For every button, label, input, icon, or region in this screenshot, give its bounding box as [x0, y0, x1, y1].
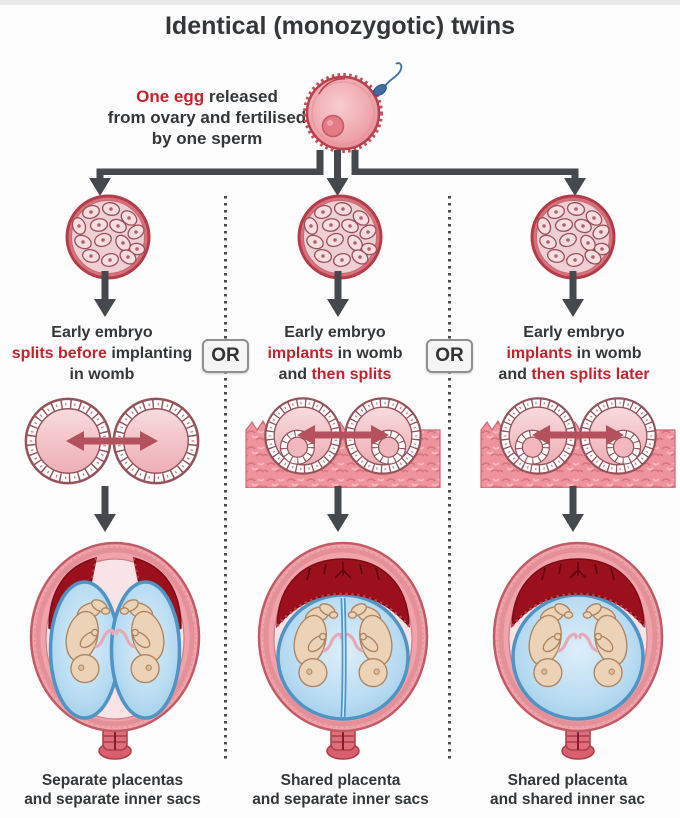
- desc-line: and then splits: [235, 364, 435, 385]
- desc-text: and: [498, 366, 532, 383]
- desc-line: and then splits later: [474, 364, 674, 385]
- or-badge: OR: [202, 339, 249, 373]
- result-line: Shared placenta: [507, 772, 628, 789]
- result-line: and separate inner sacs: [24, 791, 201, 808]
- splitting-embryo-free-icon: [22, 396, 202, 486]
- desc-highlight: splits before: [11, 345, 107, 362]
- down-arrow-icon: [562, 271, 584, 317]
- desc-text: in womb: [69, 366, 135, 383]
- down-arrow-icon: [327, 271, 349, 317]
- down-arrow-icon: [94, 486, 116, 532]
- result-line: and shared inner sac: [489, 791, 646, 808]
- caption-line1-rest: released: [204, 87, 278, 106]
- result-line: and separate inner sacs: [252, 791, 429, 808]
- fertilization-caption: One egg released from ovary and fertilis…: [77, 86, 337, 149]
- desc-text: implanting: [106, 345, 193, 362]
- caption-line3: by one sperm: [151, 129, 263, 148]
- desc-line: in womb: [2, 364, 202, 385]
- desc-line: Early embryo: [284, 324, 386, 341]
- column-divider: [448, 196, 451, 762]
- result-label-2: Shared placenta and separate inner sacs: [228, 771, 453, 809]
- result-label-1: Separate placentas and separate inner sa…: [0, 771, 225, 809]
- column-description-3: Early embryo implants in womb and then s…: [474, 322, 674, 385]
- desc-line: splits before implanting: [2, 343, 202, 364]
- top-border: [0, 0, 680, 5]
- morula-icon: [297, 194, 383, 280]
- desc-text: in womb: [333, 345, 403, 362]
- splitting-embryo-implanted-late-icon: [480, 396, 676, 488]
- desc-line: Early embryo: [51, 324, 153, 341]
- column-description-1: Early embryo splits before implanting in…: [2, 322, 202, 385]
- caption-line1: One egg released: [77, 86, 337, 107]
- result-label-3: Shared placenta and shared inner sac: [455, 771, 680, 809]
- fertilized-egg-icon: [303, 62, 403, 153]
- result-line: Shared placenta: [280, 772, 401, 789]
- caption-line2: from ovary and fertilised: [107, 108, 307, 127]
- splitting-embryo-implanted-icon: [245, 396, 441, 488]
- sperm-icon: [373, 62, 403, 96]
- womb-illustration-shared-placenta-shared-sac: [483, 538, 673, 760]
- desc-line: implants in womb: [474, 343, 674, 364]
- womb-illustration-separate-placentas: [20, 538, 210, 760]
- desc-highlight: then splits: [311, 366, 392, 383]
- womb-illustration-shared-placenta-two-sacs: [248, 538, 438, 760]
- desc-highlight: implants: [267, 345, 334, 362]
- desc-highlight: implants: [506, 345, 573, 362]
- desc-line: Early embryo: [523, 324, 625, 341]
- column-description-2: Early embryo implants in womb and then s…: [235, 322, 435, 385]
- down-arrow-icon: [327, 486, 349, 532]
- morula-icon: [65, 194, 151, 280]
- branch-arrows-icon: [89, 150, 586, 196]
- down-arrow-icon: [562, 486, 584, 532]
- morula-icon: [530, 194, 616, 280]
- down-arrow-icon: [94, 271, 116, 317]
- desc-line: implants in womb: [235, 343, 435, 364]
- desc-text: in womb: [572, 345, 642, 362]
- split-arrow-icon: [66, 431, 158, 451]
- or-badge: OR: [426, 339, 473, 373]
- desc-text: and: [278, 366, 312, 383]
- page-title: Identical (monozygotic) twins: [164, 12, 515, 40]
- caption-highlight: One egg: [136, 87, 205, 106]
- desc-highlight: then splits later: [531, 366, 650, 383]
- result-line: Separate placentas: [41, 772, 184, 789]
- column-divider: [224, 196, 227, 762]
